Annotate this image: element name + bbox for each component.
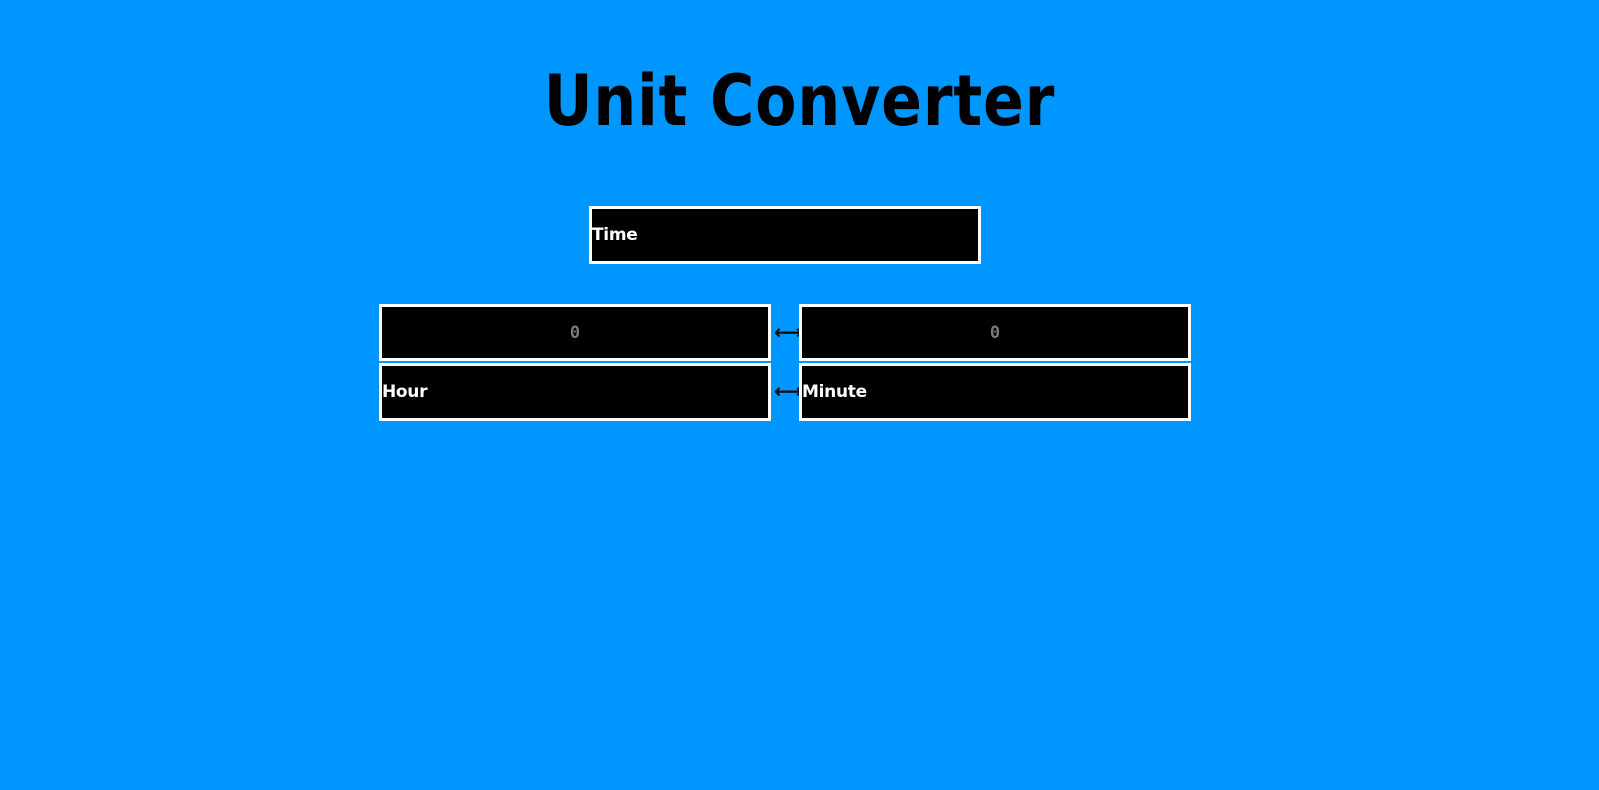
left-right-arrow-icon: ⟷ [774, 379, 803, 403]
left-value-input-wrapper [379, 304, 771, 361]
right-unit-select-value: Minute [802, 382, 867, 402]
right-value-input[interactable] [802, 307, 1188, 358]
left-right-arrow-icon: ⟷ [774, 320, 803, 344]
category-select-value: Time [592, 225, 638, 245]
left-unit-select[interactable]: Hour [379, 363, 771, 421]
right-unit-select[interactable]: Minute [799, 363, 1191, 421]
left-unit-select-value: Hour [382, 382, 428, 402]
category-select[interactable]: Time [589, 206, 981, 264]
right-value-input-wrapper [799, 304, 1191, 361]
page-title: Unit Converter [543, 60, 1056, 142]
left-value-input[interactable] [382, 307, 768, 358]
